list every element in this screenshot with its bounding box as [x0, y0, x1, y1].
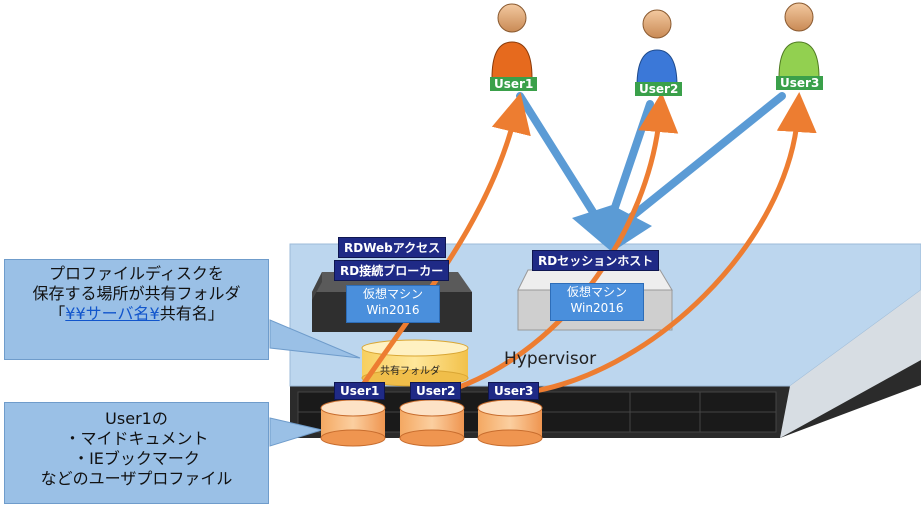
- rd-session-host-tag: RDセッションホスト: [532, 250, 660, 271]
- user1-tag: User1: [490, 77, 538, 91]
- broker-vm-box: 仮想マシン Win2016: [346, 285, 440, 323]
- rdweb-access-tag: RDWebアクセス: [338, 237, 447, 258]
- disk-label-user1: User1: [334, 382, 386, 400]
- hypervisor-label: Hypervisor: [504, 349, 597, 369]
- user3-figure: [778, 2, 820, 79]
- broker-vm-line1: 仮想マシン: [362, 287, 423, 301]
- callout-top-line2: 保存する場所が共有フォルダ: [32, 284, 241, 303]
- callout-bottom-line4: などのユーザプロファイル: [40, 469, 233, 488]
- disk-user2: [399, 399, 465, 447]
- callout-bottom-line2: ・マイドキュメント: [64, 429, 209, 448]
- disk-label-user3: User3: [488, 382, 540, 400]
- shared-folder-label: 共有フォルダ: [380, 366, 440, 377]
- disk-user3: [477, 399, 543, 447]
- callout-bottom-pointer: [269, 417, 324, 447]
- callout-profile-location: プロファイルディスクを 保存する場所が共有フォルダ 「¥¥サーバ名¥共有名」: [4, 259, 269, 360]
- session-vm-box: 仮想マシン Win2016: [550, 283, 644, 321]
- share-path-link[interactable]: ¥¥サーバ名¥: [65, 304, 160, 323]
- user1-figure: [491, 3, 533, 79]
- callout-top-prefix: 「: [49, 304, 66, 323]
- callout-bottom-line3: ・IEブックマーク: [73, 449, 200, 468]
- user2-figure: [636, 9, 678, 87]
- callout-bottom-line1: User1の: [105, 409, 168, 428]
- disk-label-user2: User2: [410, 382, 462, 400]
- rd-broker-tag: RD接続ブローカー: [334, 260, 450, 281]
- callout-top-pointer: [269, 319, 361, 359]
- callout-user-profile: User1の ・マイドキュメント ・IEブックマーク などのユーザプロファイル: [4, 402, 269, 504]
- session-vm-line2: Win2016: [570, 301, 624, 315]
- session-vm-line1: 仮想マシン: [566, 285, 627, 299]
- callout-top-line3: 「¥¥サーバ名¥共有名」: [5, 304, 268, 324]
- callout-top-suffix: 共有名」: [159, 304, 224, 323]
- callout-top-line1: プロファイルディスクを: [49, 264, 224, 283]
- user3-tag: User3: [776, 76, 824, 90]
- user2-tag: User2: [635, 82, 683, 96]
- disk-user1: [320, 399, 386, 447]
- broker-vm-line2: Win2016: [366, 303, 420, 317]
